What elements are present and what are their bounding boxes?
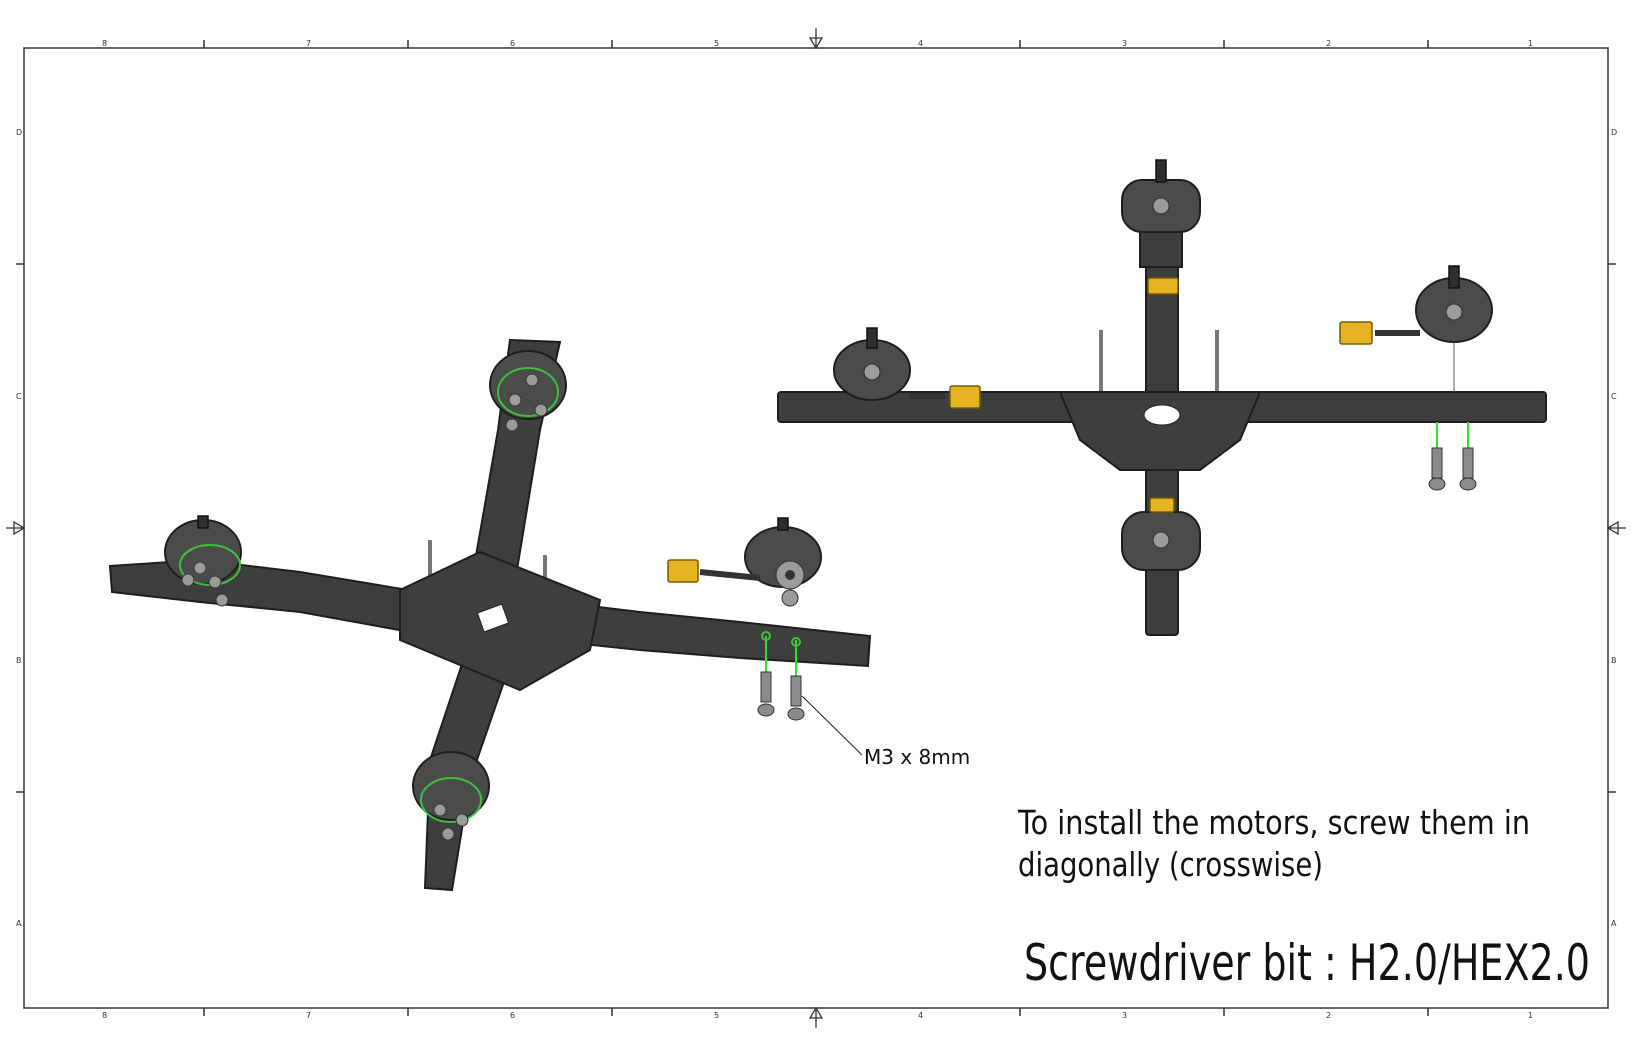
screwdriver-bit-title: Screwdriver bit : H2.0/HEX2.0 [1024, 934, 1590, 992]
screw-callout-label: M3 x 8mm [864, 745, 970, 769]
svg-text:3: 3 [1122, 39, 1127, 48]
svg-text:2: 2 [1326, 1011, 1331, 1020]
motor-left-right-view [833, 327, 981, 409]
svg-text:4: 4 [918, 39, 923, 48]
motor-lower [412, 751, 490, 841]
zone-ticks [16, 40, 1616, 1016]
arm-left [108, 558, 422, 634]
svg-text:6: 6 [510, 1011, 515, 1020]
svg-text:A: A [16, 919, 22, 928]
instruction-line-2: diagonally (crosswise) [1018, 845, 1323, 884]
motor-upper [489, 350, 567, 432]
drone-frame-front-view [777, 159, 1547, 636]
svg-text:1: 1 [1528, 39, 1533, 48]
drawing-border [23, 47, 1609, 1009]
row-labels-right: D C B A [1611, 128, 1617, 928]
center-cutout [476, 603, 510, 633]
column-labels-top: 8 7 6 5 4 3 2 1 [102, 39, 1533, 48]
center-cutout-right [1143, 404, 1181, 426]
svg-text:2: 2 [1326, 39, 1331, 48]
svg-text:1: 1 [1528, 1011, 1533, 1020]
svg-text:7: 7 [306, 39, 311, 48]
motor-top [1121, 159, 1201, 295]
motor-right-detached-front [1339, 265, 1493, 392]
row-labels-left: D C B A [16, 128, 22, 928]
motor-right-detached [667, 517, 822, 607]
svg-text:3: 3 [1122, 1011, 1127, 1020]
svg-text:7: 7 [306, 1011, 311, 1020]
svg-text:A: A [1611, 919, 1617, 928]
svg-text:5: 5 [714, 39, 719, 48]
motor-screws [757, 631, 805, 721]
svg-text:6: 6 [510, 39, 515, 48]
svg-text:D: D [1611, 128, 1617, 137]
svg-text:8: 8 [102, 1011, 107, 1020]
xt-connector [667, 559, 699, 583]
column-labels-bottom: 8 7 6 5 4 3 2 1 [102, 1011, 1533, 1020]
callout-leader-line [801, 695, 863, 756]
motor-bottom [1121, 497, 1201, 571]
svg-text:C: C [1611, 392, 1617, 401]
svg-text:B: B [1611, 656, 1617, 665]
instruction-line-1: To install the motors, screw them in [1017, 803, 1530, 842]
svg-text:8: 8 [102, 39, 107, 48]
center-plate-right [1058, 391, 1262, 471]
svg-text:B: B [16, 656, 22, 665]
svg-text:5: 5 [714, 1011, 719, 1020]
motor-screws-right [1428, 422, 1477, 491]
svg-text:4: 4 [918, 1011, 923, 1020]
svg-text:C: C [16, 392, 22, 401]
motor-left [164, 515, 242, 607]
drone-frame-isometric-view: M3 x 8mm [108, 338, 970, 892]
svg-text:D: D [16, 128, 22, 137]
center-arrows [6, 28, 1626, 1028]
